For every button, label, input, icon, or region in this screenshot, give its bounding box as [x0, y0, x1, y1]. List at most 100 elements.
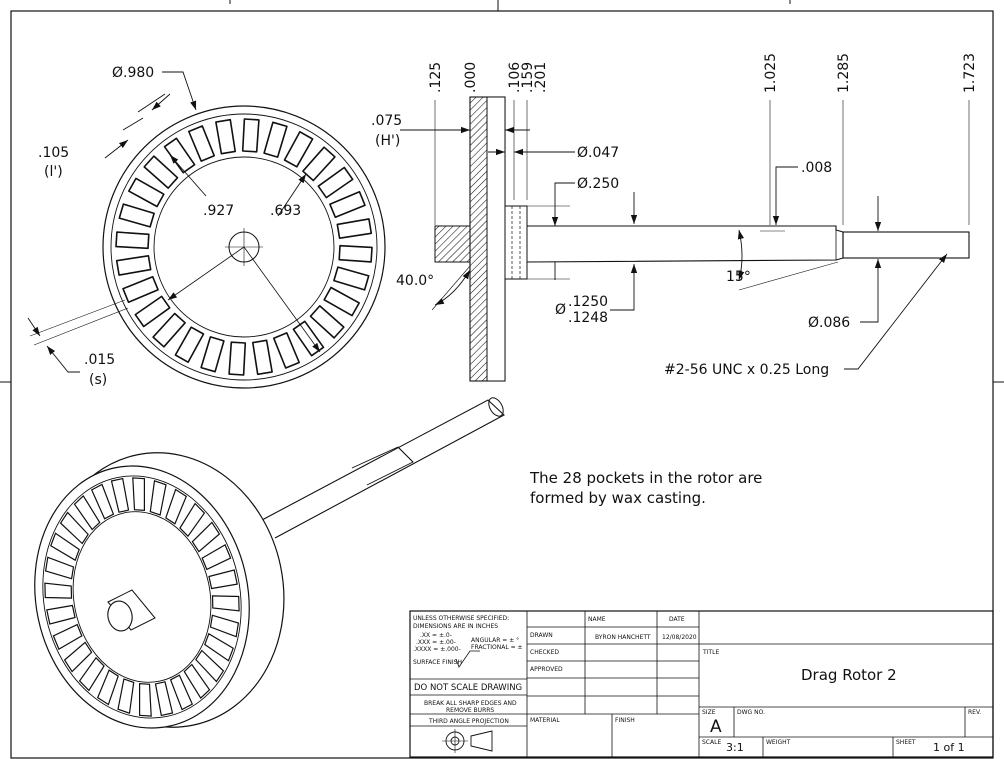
dim-047: Ø.047: [577, 145, 619, 161]
iso-disc-front: [34, 465, 250, 729]
rotor-pocket: [241, 118, 260, 153]
rotor-pocket: [317, 166, 354, 199]
rotor-pocket: [329, 191, 366, 218]
tol-xx: .XX = ±.0-: [420, 632, 452, 639]
dim-shaft-dia-prefix: Ø: [555, 302, 566, 318]
third-angle-projection: THIRD ANGLE PROJECTION: [428, 718, 509, 725]
note-line-1: The 28 pockets in the rotor are: [529, 469, 762, 487]
rotor-pocket: [263, 121, 288, 158]
dim-pos-159: .159: [520, 62, 536, 93]
iso-pocket: [110, 477, 130, 513]
side-view: .125 .000 .106 .159 .201 1.025 1.285 1.7…: [371, 53, 978, 382]
rotor-pocket: [163, 137, 196, 174]
dim-250: Ø.250: [577, 176, 619, 192]
iso-pocket: [46, 604, 76, 625]
rotor-pockets: [115, 118, 373, 376]
dim-depth: .075: [371, 113, 402, 129]
dim-086: Ø.086: [808, 315, 850, 331]
size-value: A: [710, 717, 722, 737]
rotor-pocket: [128, 177, 165, 208]
rotor-pocket: [215, 118, 236, 155]
drawing-note: The 28 pockets in the rotor are formed b…: [529, 469, 762, 507]
iso-pocket: [195, 649, 225, 683]
rotor-pocket: [309, 305, 345, 339]
dim-pos-1025: 1.025: [763, 53, 779, 93]
shaft-stub: [434, 225, 471, 263]
dim-angle-40: 40.0°: [396, 273, 434, 289]
iso-pocket: [154, 681, 174, 717]
tol-xxx: .XXX = ±.00-: [416, 639, 456, 646]
iso-pocket: [44, 556, 75, 580]
note-line-2: formed by wax casting.: [530, 489, 706, 507]
iso-pocket: [169, 674, 194, 711]
drawn-label: DRAWN: [530, 632, 553, 639]
rotor-pocket: [122, 275, 159, 304]
tol-xxxx: .XXXX = ±.000-: [413, 646, 461, 653]
rotor-pocket-inner-circle: [153, 156, 335, 338]
iso-pocket: [165, 488, 188, 525]
shaft-body: [526, 225, 844, 263]
thread-callout: #2-56 UNC x 0.25 Long: [664, 362, 829, 378]
iso-pocket: [183, 663, 211, 700]
rotor-outer-circle: [102, 105, 386, 389]
rotor-pocket: [118, 203, 155, 228]
do-not-scale: DO NOT SCALE DRAWING: [414, 683, 522, 693]
iso-pocket: [90, 483, 115, 520]
dim-gap: .015: [84, 352, 115, 368]
rotor-pocket: [174, 326, 205, 364]
sheet-label: SHEET: [896, 739, 916, 746]
rotor-pocket: [200, 336, 225, 373]
title-label: TITLE: [702, 649, 719, 656]
iso-pocket: [96, 669, 119, 706]
dim-pos-1723: 1.723: [962, 53, 978, 93]
finish-label: FINISH: [615, 717, 635, 724]
rev-label: REV.: [968, 709, 981, 716]
hdr-date: DATE: [669, 616, 685, 623]
dim-gap-symbol: (s): [89, 372, 107, 388]
iso-pocket: [149, 479, 167, 516]
dim-face-dia: Ø.980: [112, 65, 154, 81]
break-edges-line-2: REMOVE BURRS: [446, 707, 494, 714]
iso-shaft: [261, 399, 505, 539]
iso-pocket: [44, 582, 73, 599]
iso-pocket: [209, 614, 240, 638]
iso-pocket: [179, 502, 206, 538]
iso-pocket: [52, 623, 83, 650]
isometric-view: [34, 397, 505, 729]
front-view: Ø.980 .105 (l') .927 .693 .015 (s): [27, 65, 386, 389]
threaded-end: [842, 231, 970, 259]
checked-label: CHECKED: [530, 649, 559, 656]
rotor-pocket: [143, 155, 179, 189]
dim-927: .927: [203, 203, 234, 219]
iso-pocket: [211, 595, 240, 612]
scale-label: SCALE: [702, 739, 721, 746]
iso-pocket: [78, 656, 105, 692]
rotor-hub: [504, 205, 528, 280]
rotor-pocket: [272, 332, 301, 369]
rotor-pocket: [283, 131, 314, 168]
material-label: MATERIAL: [530, 717, 560, 724]
rotor-pocket: [134, 295, 171, 328]
dim-pos-201: .201: [533, 62, 549, 93]
scale-value: 3:1: [726, 741, 744, 754]
iso-pocket: [73, 494, 101, 531]
dwg-no-label: DWG NO.: [737, 709, 765, 716]
rotor-pocket: [252, 339, 273, 376]
iso-shaft-stub: [107, 600, 133, 632]
iso-pocket: [201, 544, 232, 571]
break-edges-line-1: BREAK ALL SHARP EDGES AND: [424, 700, 517, 707]
dim-pos-1285: 1.285: [836, 53, 852, 93]
tol-angular: ANGULAR = ± °: [471, 637, 519, 644]
iso-pocket: [132, 477, 145, 512]
iso-pocket: [63, 641, 93, 673]
weight-label: WEIGHT: [766, 739, 791, 746]
projection-symbol: [442, 729, 493, 753]
dim-pocket-width-symbol: (l'): [44, 164, 63, 180]
iso-pocket: [139, 682, 152, 717]
title-block: UNLESS OTHERWISE SPECIFIED: DIMENSIONS A…: [409, 610, 994, 758]
rotor-pocket: [115, 231, 150, 250]
sheet-value: 1 of 1: [933, 741, 965, 754]
iso-pocket: [204, 632, 234, 662]
dim-pocket-width: .105: [38, 145, 69, 161]
rotor-pocket: [338, 244, 373, 263]
